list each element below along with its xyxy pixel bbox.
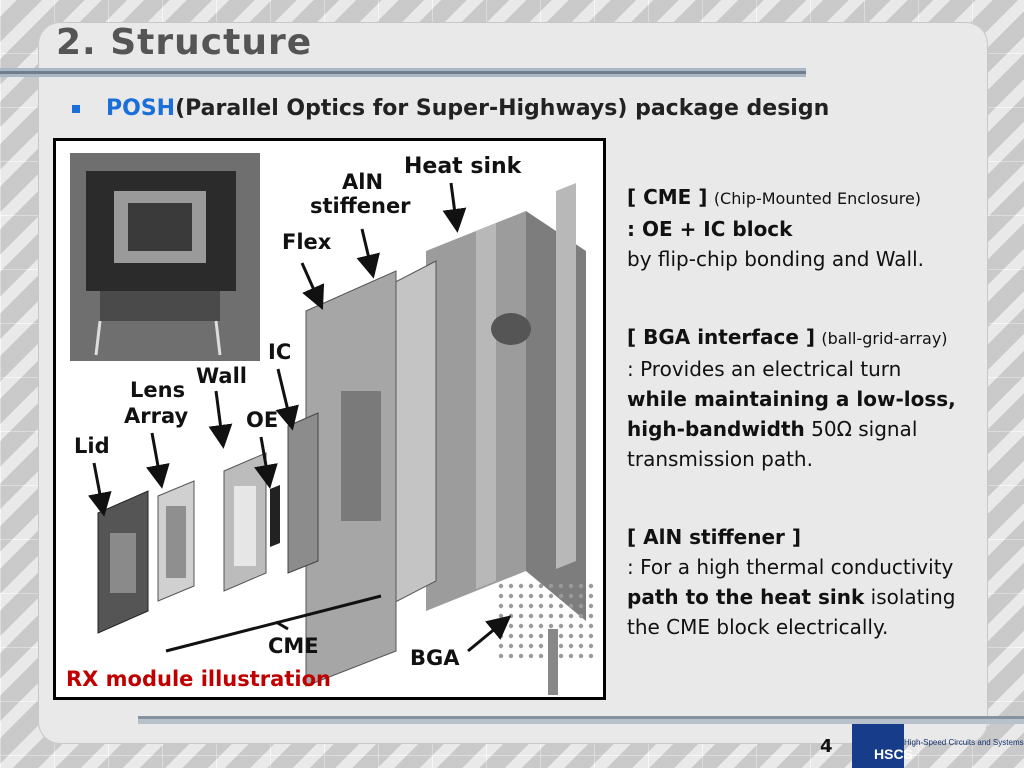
bga-bold1: while maintaining a low-loss, (627, 387, 956, 411)
lens-arrow (146, 432, 170, 489)
bga-arrow (467, 615, 512, 653)
bullet-square-icon (72, 104, 80, 113)
bullet-accent: POSH (106, 96, 176, 121)
bga-heading: [ BGA interface ] (627, 325, 816, 349)
lens-window (166, 506, 186, 578)
heat-sink-shape (426, 183, 586, 621)
label-aln-1: AlN (342, 170, 383, 194)
label-heat-sink: Heat sink (404, 154, 523, 179)
hscs-logo-icon: HSCS (852, 724, 913, 768)
cme-heading-line: [ CME ] (Chip-Mounted Enclosure) (627, 182, 1012, 214)
aln-rest1: isolating (864, 585, 956, 609)
exploded-view-illustration: Heat sink AlN stiffener Flex IC Wall Len… (70, 153, 596, 695)
aln-bold1: path to the heat sink (627, 585, 865, 609)
label-lens-2: Array (124, 404, 188, 428)
oe-shape (270, 485, 280, 547)
figure-box: Heat sink AlN stiffener Flex IC Wall Len… (53, 138, 606, 700)
ic-shape (287, 412, 319, 574)
module-photo (70, 153, 260, 361)
cme-line1: : OE + IC block (627, 217, 793, 241)
label-ic: IC (268, 340, 291, 364)
label-lens-1: Lens (130, 378, 185, 402)
cme-bracket-line (165, 594, 382, 653)
bga-line4: transmission path. (627, 447, 813, 471)
page-number: 4 (820, 736, 833, 757)
bga-bold2: high-bandwidth (627, 417, 805, 441)
bga-subtitle: (ball-grid-array) (821, 329, 948, 348)
label-lid: Lid (74, 434, 110, 458)
description-panel: [ CME ] (Chip-Mounted Enclosure) : OE + … (627, 182, 1012, 642)
cme-heading: [ CME ] (627, 185, 708, 209)
label-flex: Flex (282, 230, 332, 254)
label-cme: CME (268, 634, 319, 658)
logo-mark-text: HSCS (874, 746, 913, 762)
oe-arrow (254, 436, 278, 489)
label-aln-2: stiffener (310, 194, 411, 218)
label-oe: OE (246, 408, 278, 432)
label-wall: Wall (196, 364, 247, 388)
bga-pin (548, 629, 558, 695)
bga-heading-line: [ BGA interface ] (ball-grid-array) (627, 322, 1012, 354)
label-bga: BGA (410, 646, 460, 670)
lid-window (110, 533, 136, 593)
aln-arrow (356, 228, 380, 279)
heat-sink-arrow (442, 182, 467, 233)
flex-arrow (300, 262, 325, 310)
bga-line1: : Provides an electrical turn (627, 357, 902, 381)
slide-title: 2. Structure (56, 22, 313, 63)
title-rule (0, 68, 806, 77)
cme-subtitle: (Chip-Mounted Enclosure) (713, 189, 922, 208)
figure-caption: RX module illustration (66, 667, 331, 691)
aln-line3: the CME block electrically. (627, 615, 889, 639)
bga-shape (496, 581, 596, 661)
cme-bracket-tick (275, 620, 289, 631)
cme-line2: by flip-chip bonding and Wall. (627, 247, 925, 271)
bga-line3: high-bandwidth 50Ω signal (627, 414, 1012, 444)
flex-window (341, 391, 381, 521)
lid-arrow (87, 462, 112, 517)
bga-rest2: 50Ω signal (804, 417, 918, 441)
lab-logo: HSCS High-Speed Circuits and Systems Lab… (852, 724, 1024, 768)
bullet-text: (Parallel Optics for Super-Highways) pac… (175, 96, 830, 121)
bullet-line: POSH (Parallel Optics for Super-Highways… (72, 96, 829, 121)
footer-bar (138, 716, 1024, 724)
ic-arrow (275, 368, 299, 431)
aln-heading: [ AlN stiffener ] (627, 525, 801, 549)
aln-line2: path to the heat sink isolating (627, 582, 1012, 612)
logo-lab-name: High-Speed Circuits and Systems Laborato… (904, 738, 1024, 747)
aln-line1: : For a high thermal conductivity (627, 555, 954, 579)
wall-window (234, 486, 256, 566)
wall-arrow (208, 390, 233, 449)
